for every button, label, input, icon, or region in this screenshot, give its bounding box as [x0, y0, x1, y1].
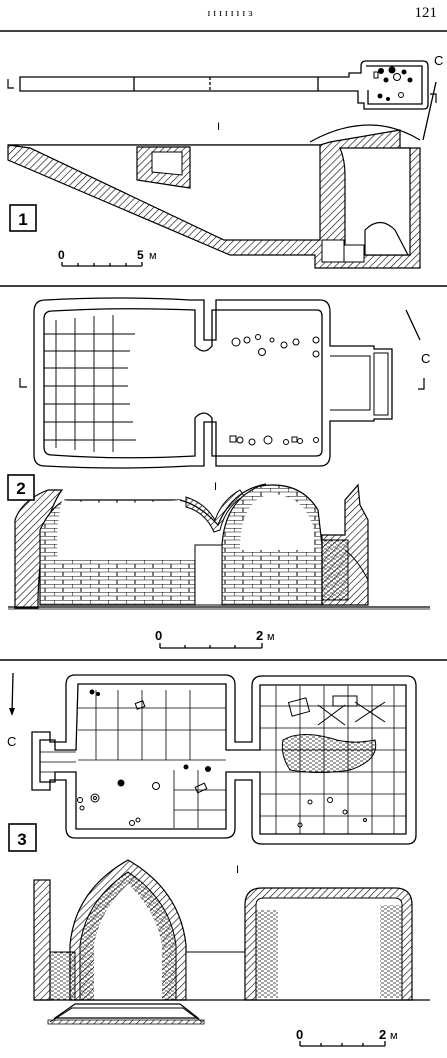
north-arrow — [11, 672, 14, 715]
figure-1-scale-unit: м — [149, 250, 157, 262]
figure-1-north-label: C — [434, 53, 443, 68]
running-head: ɪ ɪ ɪ ɪ ɪ ɪ ɪ ɜ — [207, 7, 253, 19]
north-arrow — [405, 309, 421, 341]
figure-1-scale-value: 5 — [137, 248, 144, 262]
figure-3-north-label: C — [7, 734, 16, 749]
figure-3-section — [33, 859, 430, 1025]
figure-2-section — [8, 483, 430, 610]
figure-3-number-box — [8, 823, 37, 852]
north-arrowhead — [9, 708, 15, 716]
figure-3: C I 3 0 2 м — [7, 672, 430, 1047]
figure-2-scale-zero: 0 — [155, 628, 162, 643]
figure-1-number: 1 — [18, 210, 27, 229]
figure-3-scale-unit: м — [390, 1030, 398, 1042]
figure-1-scale-zero: 0 — [58, 248, 65, 262]
figure-2-scale-bar — [159, 643, 263, 649]
figure-1-section-mark: I — [217, 121, 220, 133]
figure-2: C I 2 0 2 м — [7, 297, 430, 649]
figure-2-plan-finds — [229, 334, 320, 446]
figure-2-scale-unit: м — [267, 631, 275, 643]
figure-2-number-box — [7, 474, 35, 501]
figure-2-right-marker — [418, 378, 425, 390]
figure-1-number-box — [9, 204, 37, 232]
figure-3-scale-zero: 0 — [296, 1027, 303, 1042]
figure-1-plan-finds — [373, 66, 413, 101]
figure-2-plan-grid — [44, 315, 136, 452]
page-number: 121 — [415, 5, 438, 21]
figure-2-number: 2 — [16, 479, 25, 498]
north-arrow — [422, 81, 437, 141]
figure-2-left-marker — [19, 378, 27, 388]
figure-1-plan — [7, 60, 437, 110]
figure-1-section — [7, 124, 421, 269]
figure-3-number: 3 — [17, 830, 26, 849]
figure-3-scale-value: 2 — [379, 1027, 386, 1042]
figure-3-scale-bar — [299, 1041, 386, 1047]
figure-3-plan-finds — [77, 689, 386, 828]
figure-2-section-mark: I — [214, 481, 217, 493]
figure-2-scale-value: 2 — [256, 628, 263, 643]
figure-2-plan — [33, 297, 393, 469]
figure-2-north-label: C — [421, 351, 430, 366]
figure-1-scale-bar — [61, 262, 143, 267]
figure-1: I C 1 0 5 м — [7, 53, 443, 269]
figure-3-section-mark: I — [236, 864, 239, 876]
